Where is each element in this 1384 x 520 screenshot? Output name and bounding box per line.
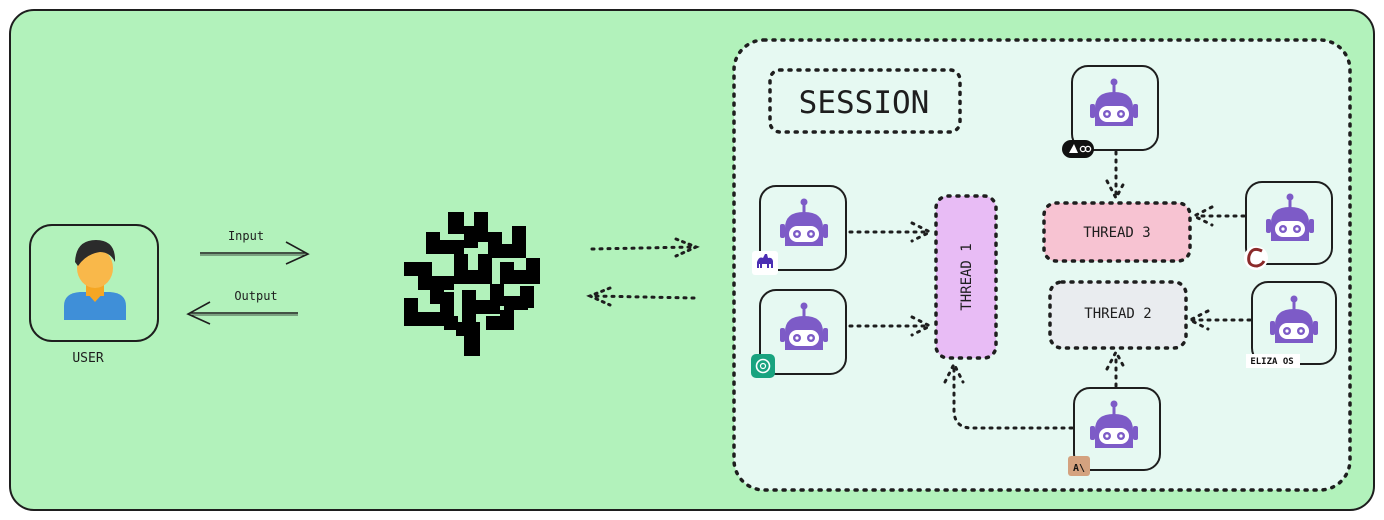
input-arrow — [200, 241, 310, 265]
thread-3-label: THREAD 3 — [1083, 225, 1150, 241]
session-to-hub-arrow — [586, 286, 696, 307]
langchain-logo-icon — [1062, 140, 1094, 158]
thread-1-label: THREAD 1 — [959, 243, 975, 310]
agent-langchain — [1062, 65, 1159, 158]
agent-openai — [751, 289, 847, 378]
anthropic-logo-text: A\ — [1073, 463, 1085, 474]
crewai-to-thread3-arrow — [1190, 205, 1246, 227]
input-label: Input — [228, 229, 264, 243]
coral-logo-icon — [404, 212, 540, 356]
camel-logo-icon — [752, 251, 778, 275]
user-card: USER — [29, 224, 159, 366]
openai-to-thread1-arrow — [848, 315, 934, 337]
elizaos-to-thread2-arrow — [1186, 309, 1252, 331]
agent-elizaos: ELIZA OS — [1246, 281, 1337, 368]
hub-to-session-arrow — [590, 237, 700, 258]
anthropic-to-thread2-arrow — [1105, 348, 1127, 388]
thread-3: THREAD 3 — [1042, 201, 1192, 263]
elizaos-logo-text: ELIZA OS — [1250, 357, 1293, 367]
session-title-box — [768, 68, 962, 134]
thread-2: THREAD 2 — [1048, 280, 1188, 350]
anthropic-to-thread1-arrow — [943, 360, 1074, 430]
thread-1: THREAD 1 — [934, 194, 998, 360]
anthropic-logo-icon: A\ — [1068, 456, 1090, 476]
camel-to-thread1-arrow — [848, 221, 934, 243]
agent-crewai — [1244, 181, 1333, 270]
thread-2-label: THREAD 2 — [1084, 306, 1151, 322]
session-title: SESSION — [799, 85, 930, 121]
agent-camel — [752, 185, 847, 275]
output-arrow — [186, 301, 298, 325]
user-label: USER — [72, 351, 103, 366]
elizaos-logo-icon: ELIZA OS — [1246, 354, 1300, 368]
agent-anthropic: A\ — [1068, 387, 1161, 476]
session-panel — [732, 38, 1352, 492]
person-icon — [64, 240, 126, 320]
langchain-to-thread3-arrow — [1105, 150, 1127, 202]
output-label: Output — [234, 289, 277, 303]
crewai-logo-icon — [1244, 246, 1268, 270]
openai-logo-icon — [751, 354, 775, 378]
